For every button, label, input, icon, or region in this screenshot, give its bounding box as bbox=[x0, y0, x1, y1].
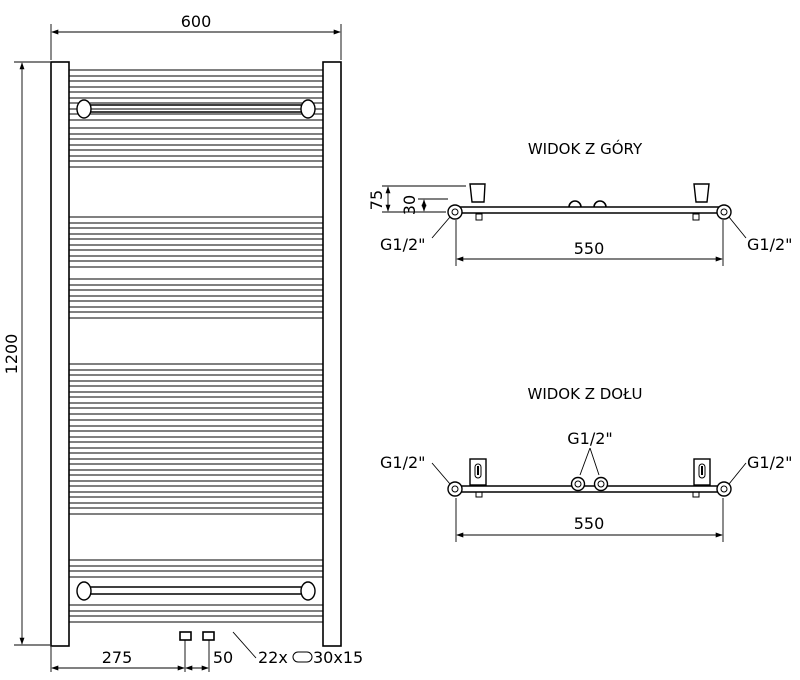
top-view-title: WIDOK Z GÓRY bbox=[528, 139, 643, 158]
dim-spacing-50: 50 bbox=[185, 648, 233, 671]
radiator-bar bbox=[68, 91, 324, 99]
valve-connector-icon bbox=[593, 476, 609, 492]
radiator-bar bbox=[68, 149, 324, 157]
holder-mount-icon bbox=[300, 581, 316, 601]
radiator-bar bbox=[68, 396, 324, 404]
radiator-bar bbox=[68, 227, 324, 235]
tube-size-label: 30x15 bbox=[313, 648, 363, 667]
wall-bracket-icon bbox=[693, 183, 710, 203]
right-collector bbox=[322, 61, 342, 647]
depth-label: 75 bbox=[367, 190, 386, 210]
radiator-bar bbox=[68, 385, 324, 393]
connector-icon bbox=[447, 481, 463, 497]
radiator-bar bbox=[68, 278, 324, 286]
radiator-bar bbox=[68, 127, 324, 135]
radiator-bar bbox=[68, 374, 324, 382]
radiator-bar bbox=[68, 216, 324, 224]
axis-label: 30 bbox=[400, 195, 419, 215]
radiator-bar bbox=[68, 249, 324, 257]
radiator-bar bbox=[68, 80, 324, 88]
dim-width-600: 600 bbox=[50, 12, 342, 60]
radiator-bar bbox=[68, 238, 324, 246]
left-collector bbox=[50, 61, 70, 647]
valve-top-icon bbox=[568, 200, 582, 208]
right-connection-label: G1/2" bbox=[747, 235, 793, 254]
radiator-bar bbox=[68, 441, 324, 449]
radiator-bar bbox=[68, 160, 324, 168]
radiator-bar bbox=[68, 485, 324, 493]
horizontal-bars bbox=[68, 69, 324, 623]
top-view: WIDOK Z GÓRY 75 30 G1/2" G1/2" bbox=[367, 139, 793, 266]
radiator-bar bbox=[68, 452, 324, 460]
radiator-bar bbox=[68, 289, 324, 297]
towel-holder-bottom bbox=[76, 581, 316, 601]
dim-height-1200: 1200 bbox=[2, 61, 50, 646]
dim-offset-label: 275 bbox=[102, 648, 133, 667]
radiator-bar bbox=[68, 138, 324, 146]
radiator-bar bbox=[68, 559, 324, 567]
bottom-view-title: WIDOK Z DOŁU bbox=[527, 385, 642, 403]
radiator-bar bbox=[68, 604, 324, 612]
radiator-bar bbox=[68, 300, 324, 308]
radiator-bar bbox=[68, 430, 324, 438]
connector-icon bbox=[716, 481, 732, 497]
radiator-bar bbox=[68, 363, 324, 371]
dim-spacing-label: 50 bbox=[213, 648, 233, 667]
radiator-bar bbox=[68, 419, 324, 427]
valve-connector-icon bbox=[570, 476, 586, 492]
left-connection-label: G1/2" bbox=[380, 453, 426, 472]
holder-mount-icon bbox=[76, 99, 92, 119]
holder-mount-icon bbox=[76, 581, 92, 601]
radiator-bar bbox=[68, 113, 324, 121]
radiator-bar bbox=[68, 615, 324, 623]
holder-mount-icon bbox=[300, 99, 316, 119]
wall-bracket-icon bbox=[469, 183, 486, 203]
front-view: 600 1200 275 50 22x 30x15 bbox=[2, 12, 363, 672]
radiator-bar bbox=[68, 407, 324, 415]
dim-height-label: 1200 bbox=[2, 334, 21, 375]
radiator-bar bbox=[68, 311, 324, 319]
radiator-bar bbox=[68, 260, 324, 268]
bottom-width-label: 550 bbox=[574, 514, 605, 533]
radiator-bar bbox=[68, 496, 324, 504]
top-width-label: 550 bbox=[574, 239, 605, 258]
bottom-view: WIDOK Z DOŁU G1/2" G1/2" G1/2" bbox=[380, 385, 793, 542]
tube-count-label: 22x bbox=[258, 648, 288, 667]
radiator-bar bbox=[68, 474, 324, 482]
towel-holder-top bbox=[76, 99, 316, 119]
dim-width-label: 600 bbox=[181, 12, 212, 31]
valve-top-icon bbox=[593, 200, 607, 208]
connector-icon bbox=[716, 204, 732, 220]
dim-offset-275: 275 bbox=[50, 647, 185, 672]
right-connection-label: G1/2" bbox=[747, 453, 793, 472]
connector-icon bbox=[447, 204, 463, 220]
left-connection-label: G1/2" bbox=[380, 235, 426, 254]
oval-tube-icon bbox=[292, 651, 313, 663]
tube-note: 22x 30x15 bbox=[232, 631, 363, 667]
radiator-bar bbox=[68, 69, 324, 77]
radiator-bar bbox=[68, 102, 324, 110]
radiator-bar bbox=[68, 507, 324, 515]
bottom-connectors bbox=[179, 631, 215, 672]
radiator-bar bbox=[68, 570, 324, 578]
radiator-bar bbox=[68, 463, 324, 471]
center-connection-label: G1/2" bbox=[567, 429, 613, 448]
